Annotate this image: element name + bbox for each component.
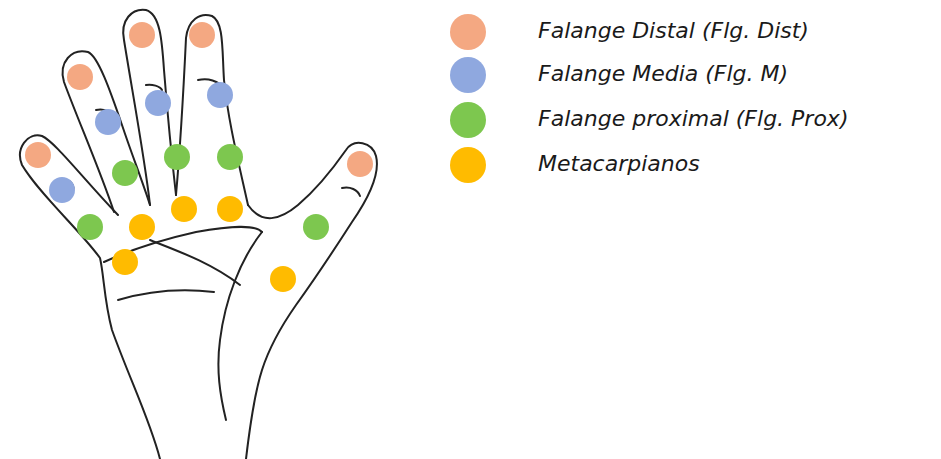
bone-dot: [129, 22, 155, 48]
palm-crease: [150, 240, 240, 285]
legend-row: Falange Distal (Flg. Dist): [450, 12, 940, 52]
finger-crease: [342, 187, 360, 196]
legend-swatch: [450, 102, 486, 138]
index-outline: [176, 15, 248, 205]
finger-crease: [146, 85, 162, 90]
palm-crease: [218, 232, 262, 420]
legend-row: Metacarpianos: [450, 145, 940, 185]
bone-dot: [49, 177, 75, 203]
thumb-palm-outline: [246, 143, 377, 459]
legend-row: Falange Media (Flg. M): [450, 55, 940, 95]
bone-dot: [25, 142, 51, 168]
bone-dot: [67, 64, 93, 90]
legend-text: Falange proximal (Flg. Prox): [538, 105, 938, 133]
legend-swatch: [450, 57, 486, 93]
legend-text: Metacarpianos: [538, 150, 938, 178]
bone-dot: [129, 214, 155, 240]
bone-dot: [77, 214, 103, 240]
bone-dot: [171, 196, 197, 222]
bone-dot: [303, 214, 329, 240]
bone-dot: [164, 144, 190, 170]
pinky-outline: [20, 135, 160, 459]
ring-outline: [63, 51, 150, 212]
bone-dot: [207, 82, 233, 108]
bone-dot: [347, 151, 373, 177]
legend-row: Falange proximal (Flg. Prox): [450, 100, 940, 140]
bone-dot: [189, 22, 215, 48]
palm-crease: [118, 290, 214, 300]
bone-dot: [217, 144, 243, 170]
legend-text: Falange Media (Flg. M): [538, 60, 938, 88]
bone-dot: [95, 109, 121, 135]
bone-dot: [145, 90, 171, 116]
bone-dot: [217, 196, 243, 222]
legend-swatch: [450, 14, 486, 50]
legend-swatch: [450, 147, 486, 183]
bone-dot: [112, 160, 138, 186]
legend-text: Falange Distal (Flg. Dist): [538, 17, 938, 45]
bone-dot: [112, 249, 138, 275]
bone-dot: [270, 266, 296, 292]
